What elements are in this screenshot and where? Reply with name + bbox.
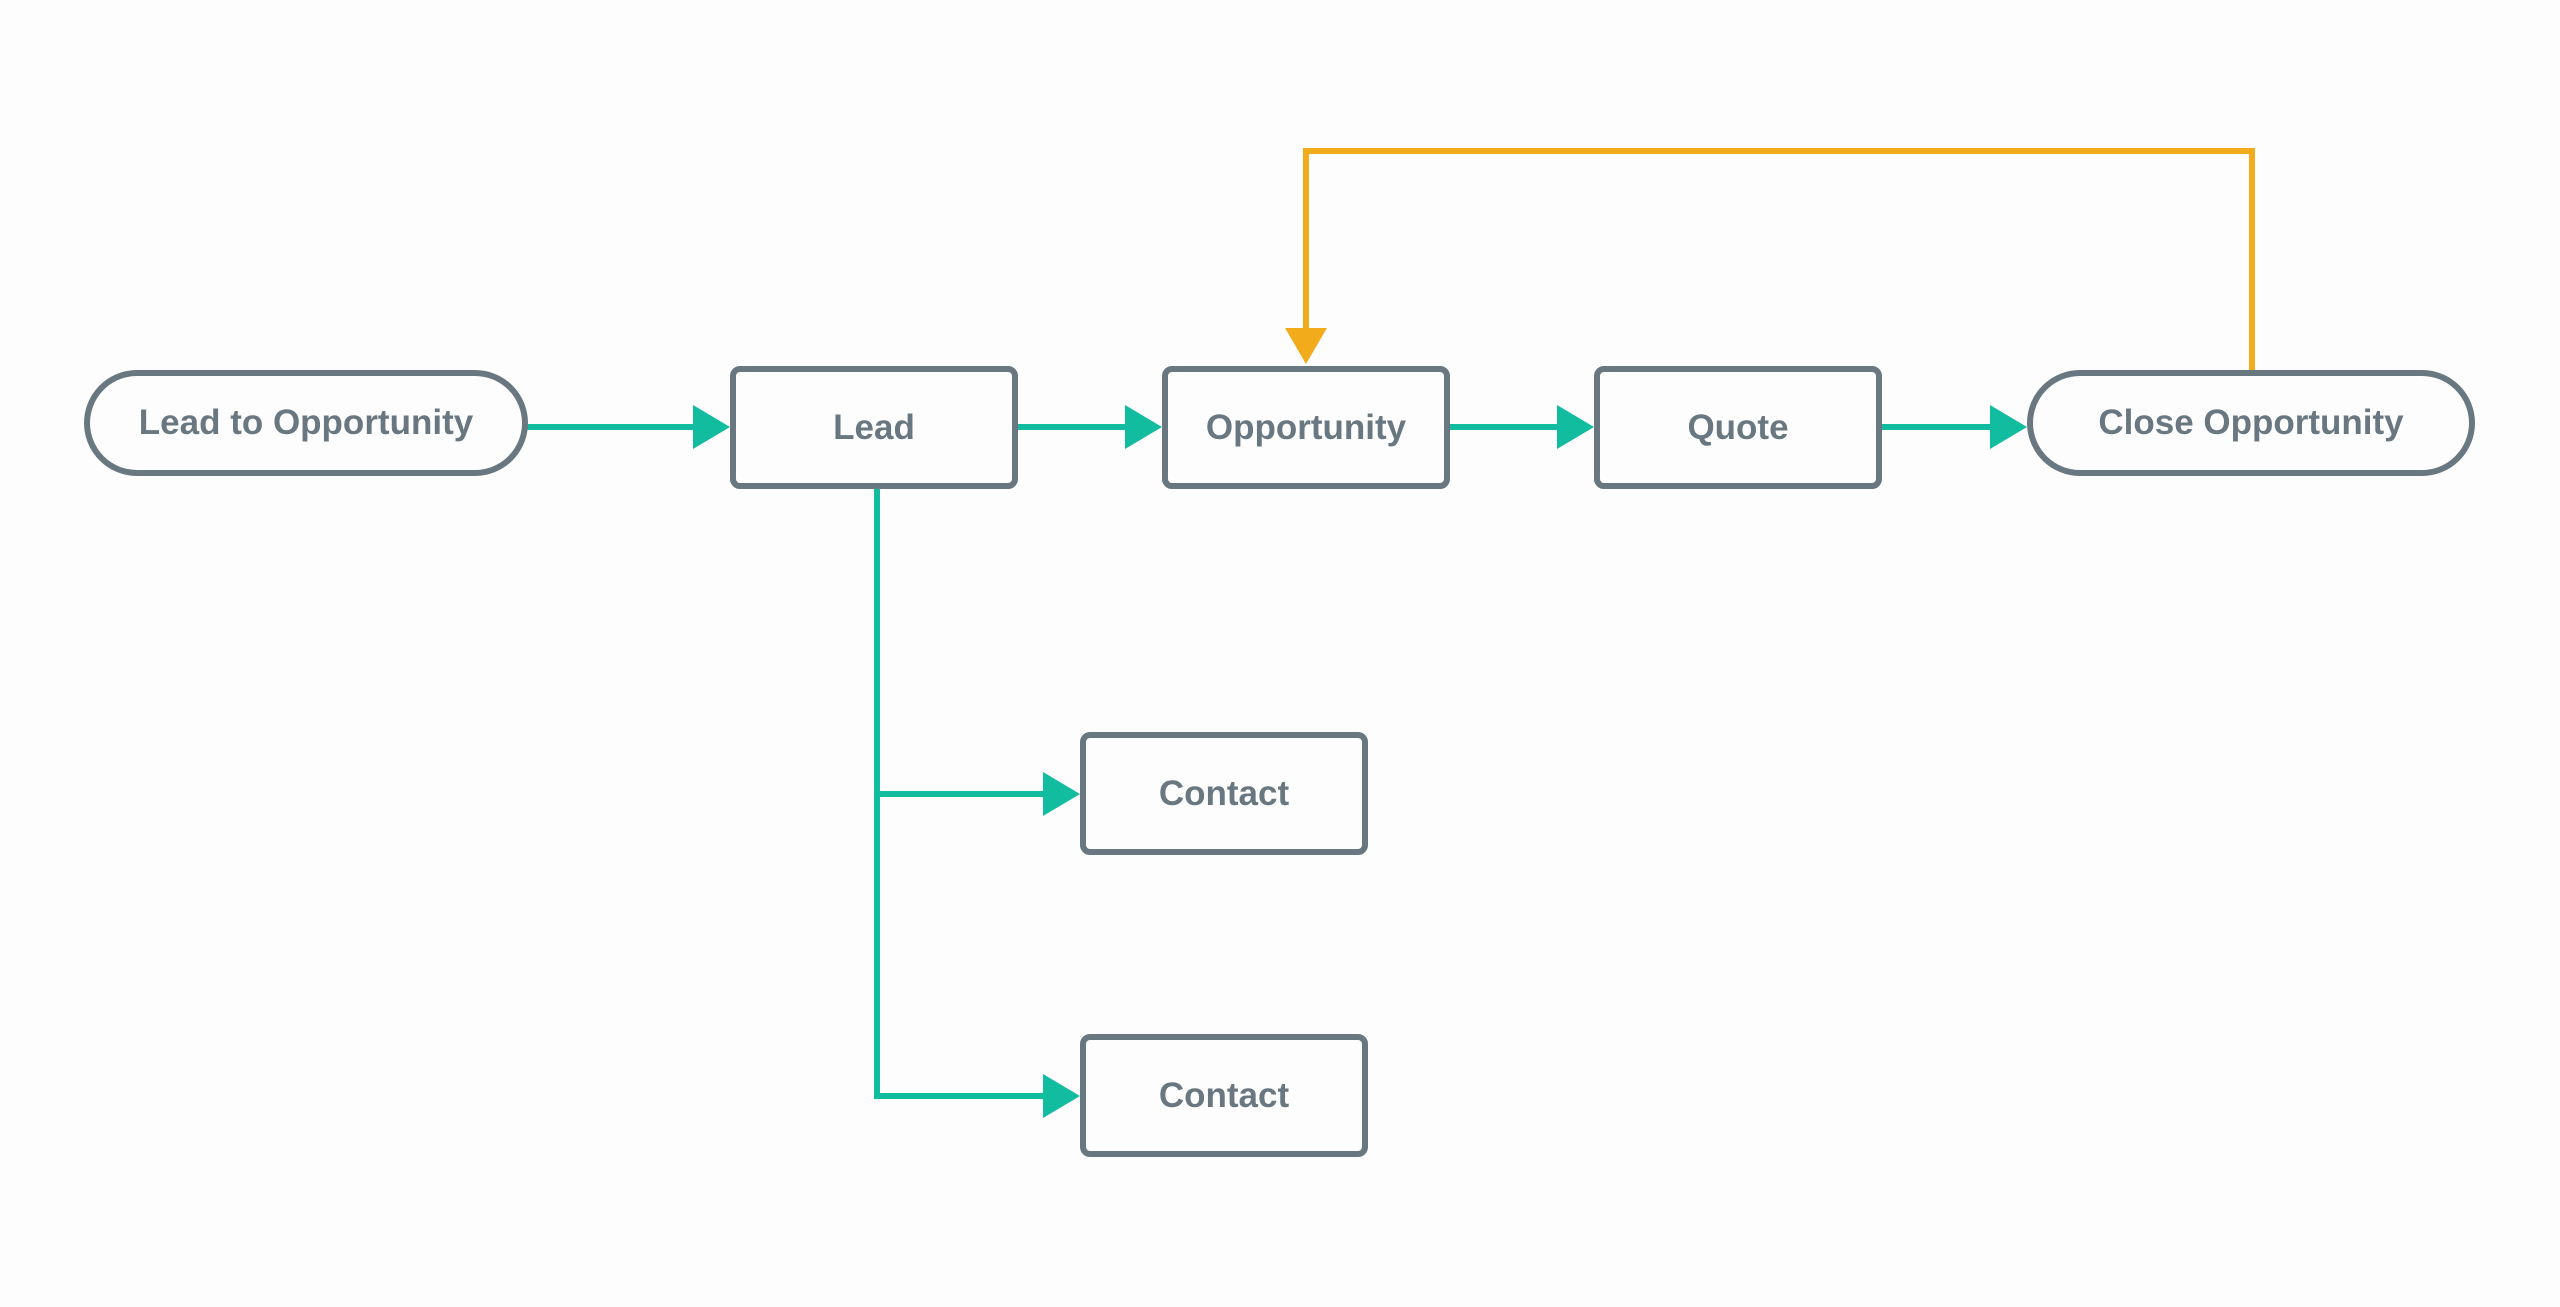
- edge-close-to-opportunity: [1285, 148, 2255, 370]
- node-contact-1[interactable]: Contact: [1080, 732, 1368, 855]
- edge-lead-to-contacts: [874, 487, 1080, 1118]
- node-contact-2[interactable]: Contact: [1080, 1034, 1368, 1157]
- arrowhead-icon: [1043, 772, 1080, 816]
- edge-lead-to-opportunity: [1016, 405, 1162, 449]
- edge-line: [1303, 148, 2255, 370]
- arrowhead-icon: [1125, 405, 1162, 449]
- node-close-opportunity[interactable]: Close Opportunity: [2027, 370, 2475, 476]
- edge-start-to-lead: [527, 405, 730, 449]
- node-label: Opportunity: [1205, 407, 1407, 447]
- edge-line: [874, 487, 1045, 1099]
- node-label: Lead to Opportunity: [138, 403, 474, 442]
- arrowhead-icon: [1557, 405, 1594, 449]
- edge-opportunity-to-quote: [1449, 405, 1594, 449]
- edge-quote-to-close: [1882, 405, 2027, 449]
- node-opportunity[interactable]: Opportunity: [1162, 366, 1450, 489]
- arrowhead-icon: [1990, 405, 2027, 449]
- node-label: Contact: [1158, 773, 1290, 813]
- node-lead-to-opportunity[interactable]: Lead to Opportunity: [84, 370, 528, 476]
- node-label: Contact: [1158, 1075, 1290, 1115]
- arrowhead-icon: [693, 405, 730, 449]
- node-label: Close Opportunity: [2098, 403, 2404, 442]
- arrowhead-icon: [1285, 328, 1327, 364]
- node-label: Quote: [1687, 407, 1789, 447]
- node-lead[interactable]: Lead: [730, 366, 1018, 489]
- node-label: Lead: [833, 407, 915, 447]
- arrowhead-icon: [1043, 1074, 1080, 1118]
- node-quote[interactable]: Quote: [1594, 366, 1882, 489]
